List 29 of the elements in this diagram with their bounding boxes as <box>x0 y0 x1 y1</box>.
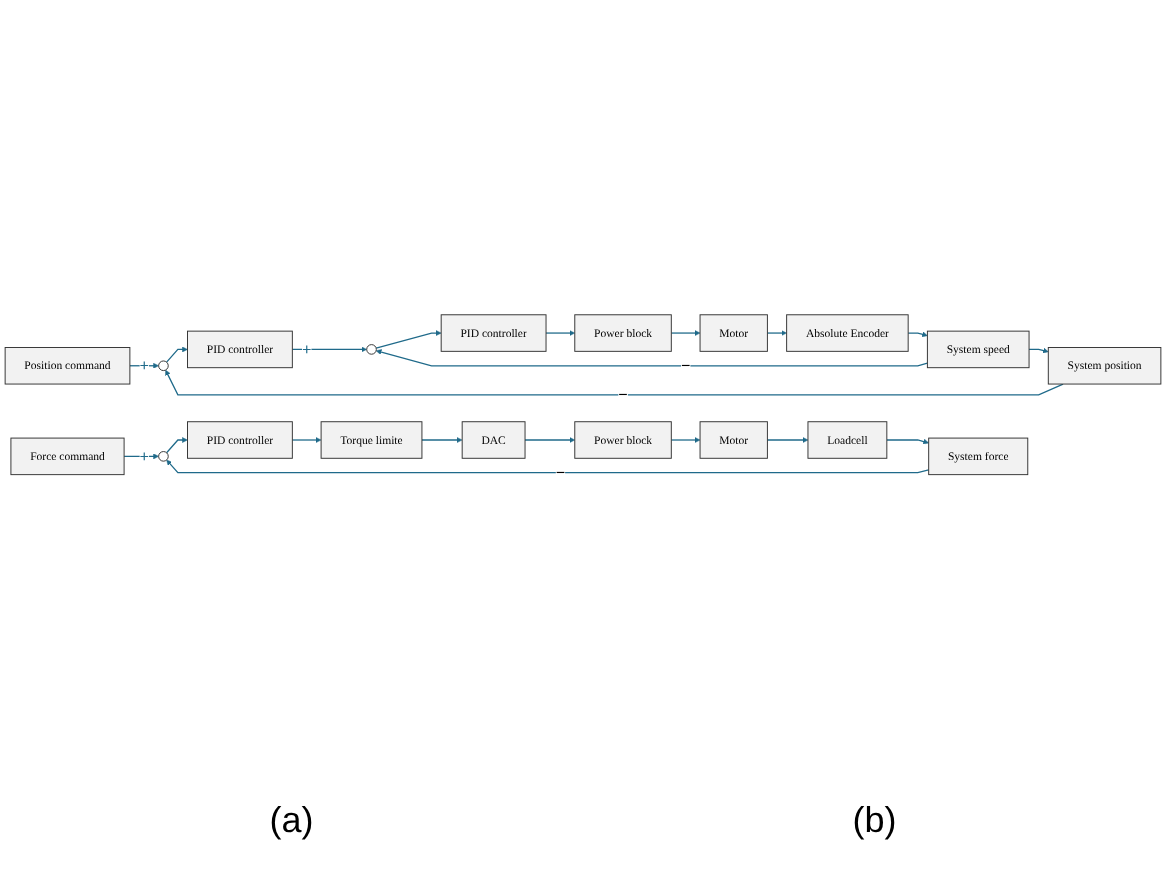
node-circle <box>158 360 169 372</box>
arrow <box>766 437 809 443</box>
arrow <box>165 369 1064 396</box>
caption: (a) <box>269 800 314 844</box>
arrow <box>375 349 929 367</box>
edge-label: − <box>555 463 566 483</box>
arrow <box>166 437 188 454</box>
arrow <box>375 330 442 349</box>
arrow <box>421 437 463 443</box>
arrow <box>1028 347 1049 354</box>
edge-label: + <box>139 447 150 466</box>
edge-label: − <box>618 385 628 405</box>
node-circle <box>158 451 169 462</box>
edge-label: − <box>680 356 691 376</box>
arrow <box>291 346 367 353</box>
edge-label: + <box>301 340 312 359</box>
node-circle <box>366 344 377 355</box>
arrow <box>291 437 322 443</box>
arrow <box>166 459 930 474</box>
arrow <box>886 438 929 445</box>
arrow <box>907 331 928 338</box>
arrow <box>166 346 188 363</box>
arrow <box>670 330 701 336</box>
arrow <box>545 330 576 336</box>
edge-label: + <box>139 356 150 376</box>
arrow <box>670 437 701 443</box>
arrow <box>524 437 576 443</box>
caption: (b) <box>852 800 897 844</box>
arrow <box>766 330 787 336</box>
